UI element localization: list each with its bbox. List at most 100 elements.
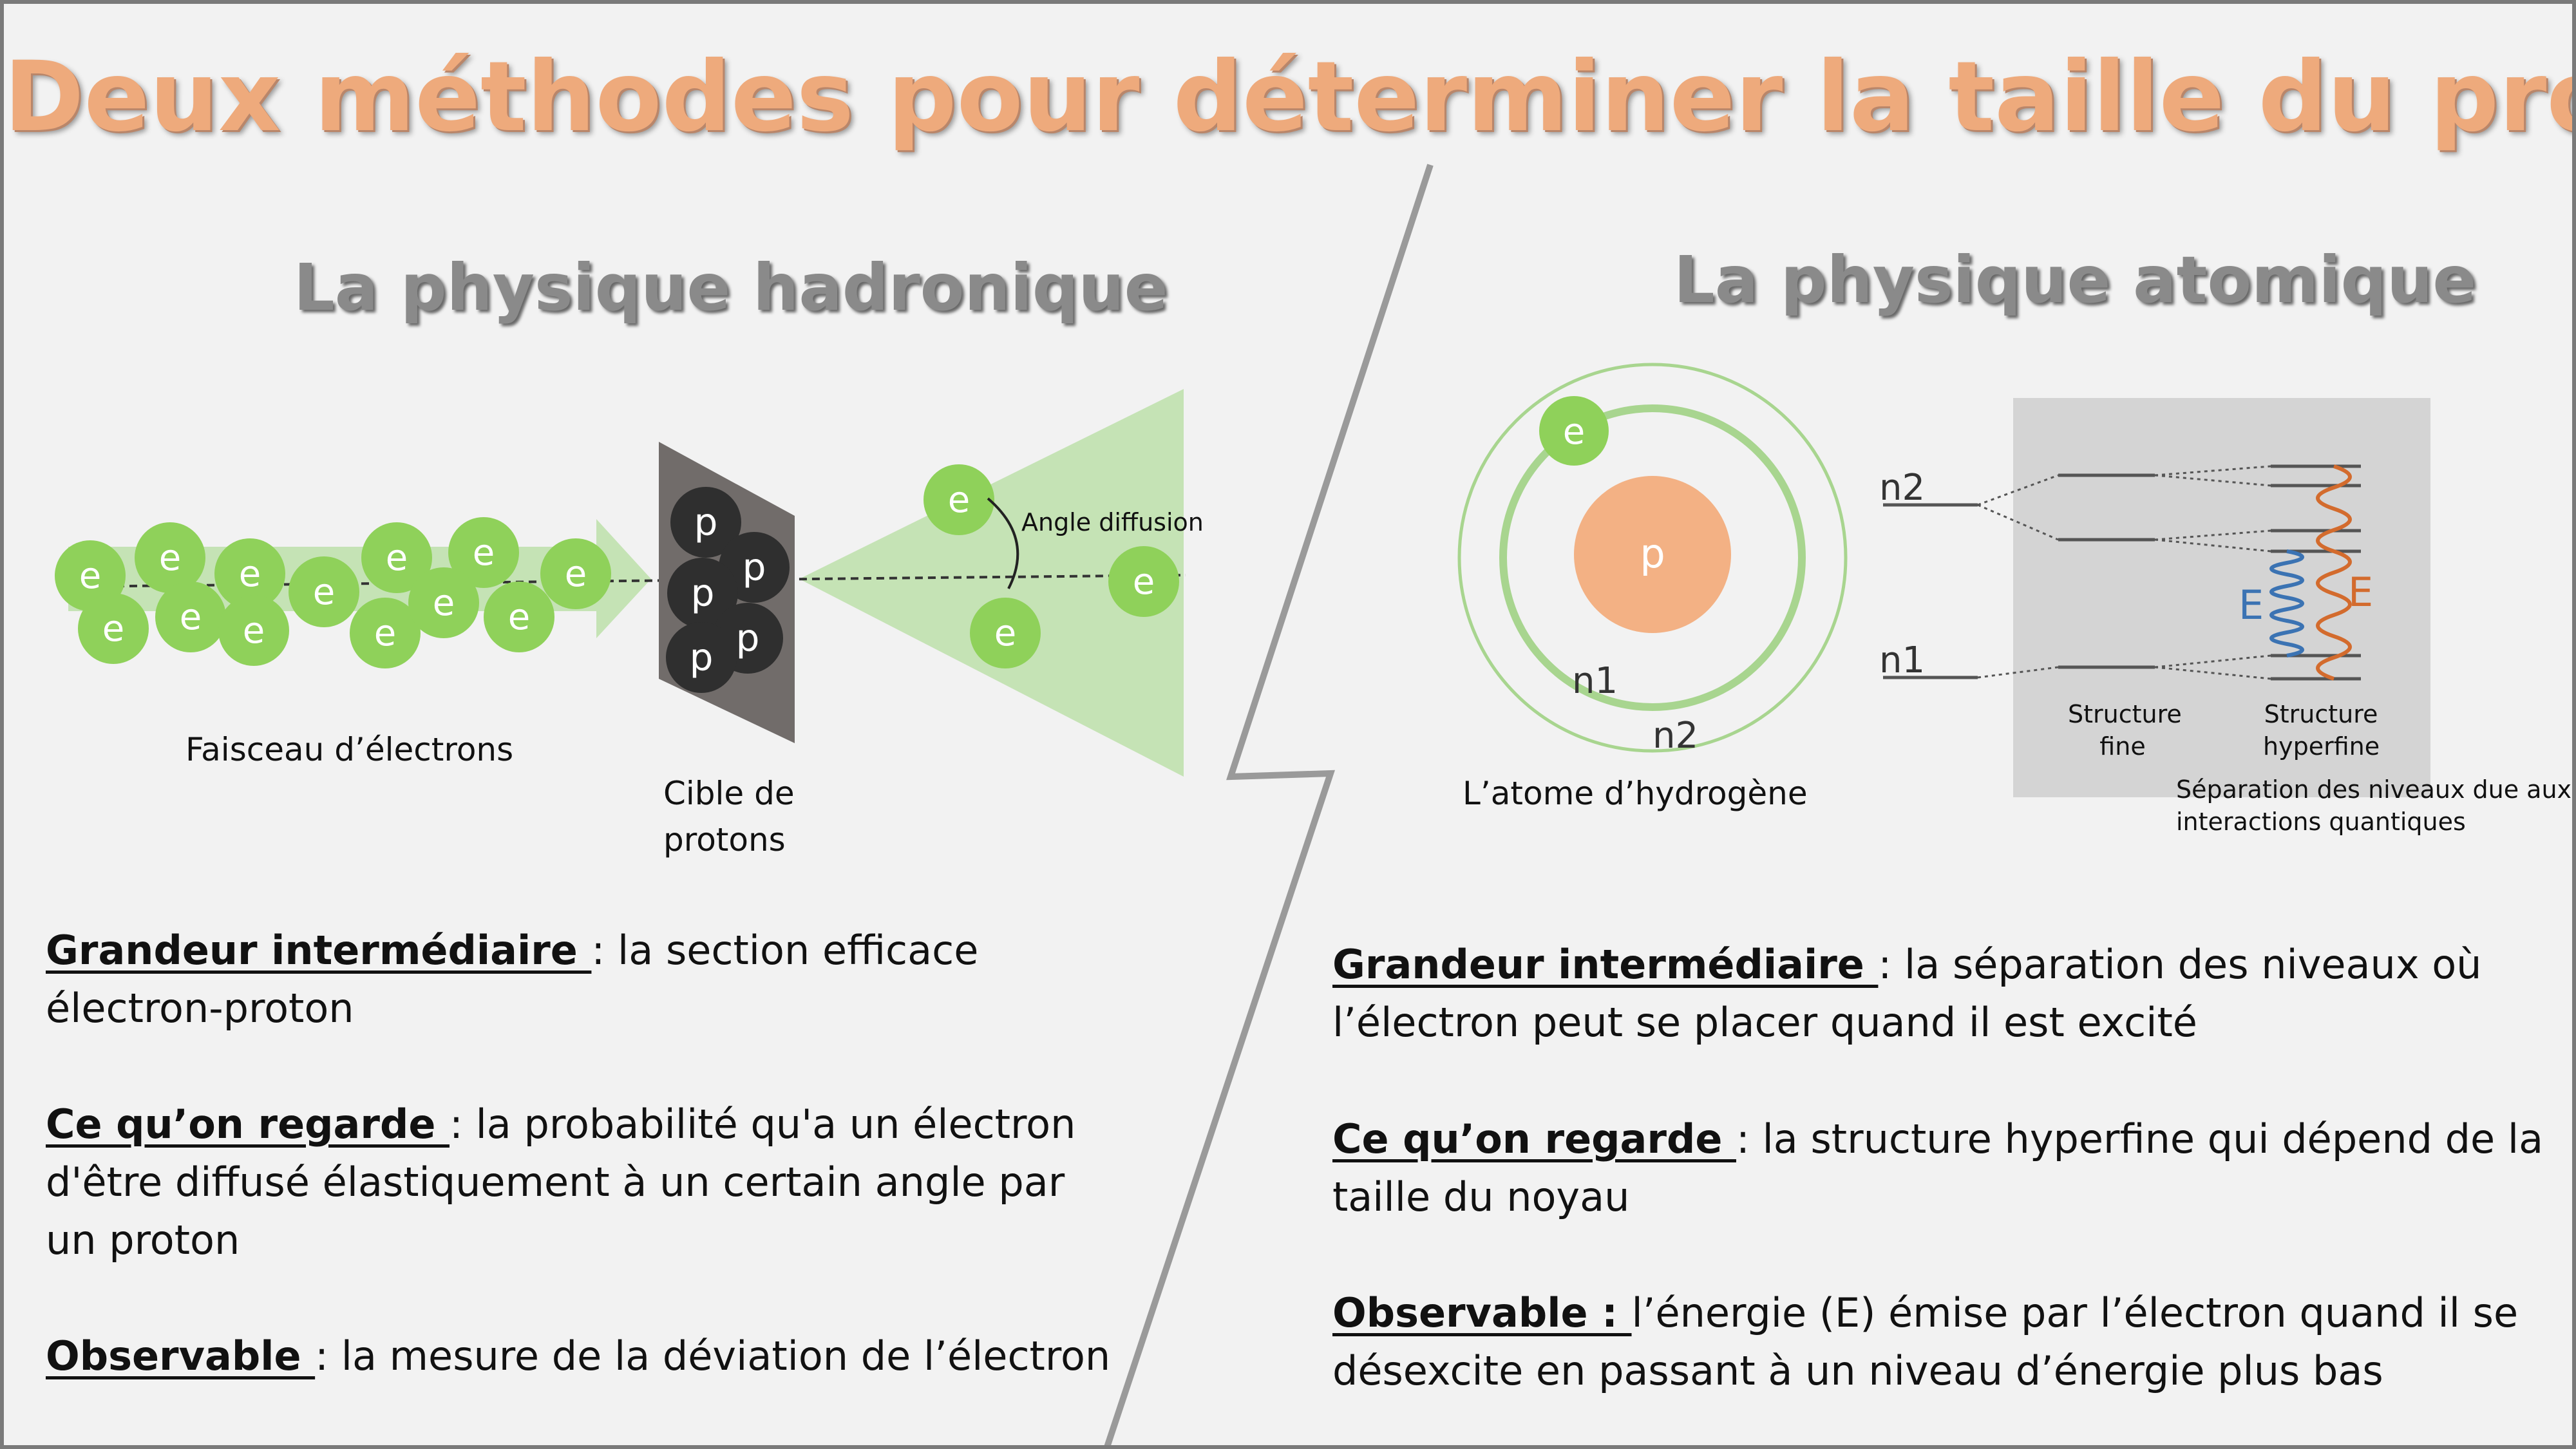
energy-symbol-orange: E xyxy=(2348,569,2373,616)
orbit-n2-label: n2 xyxy=(1653,715,1698,757)
level-n1-label: n1 xyxy=(1879,639,1925,681)
target-label-line2: protons xyxy=(663,821,786,858)
separation-caption-line1: Séparation des niveaux due aux xyxy=(2176,775,2572,804)
right-para-observable-line1: l’énergie (E) émise par l’électron quand… xyxy=(1631,1289,2519,1336)
beam-electron: e xyxy=(214,538,285,609)
divider-line xyxy=(1104,164,1434,1445)
right-para-observable-label: Observable : xyxy=(1332,1289,1632,1336)
left-para-observable-line1: : la mesure de la déviation de l’électro… xyxy=(315,1332,1111,1379)
separation-caption: Séparation des niveaux due aux interacti… xyxy=(2176,773,2571,838)
inner-orbit xyxy=(1499,404,1806,711)
beam-electron: e xyxy=(218,595,289,666)
right-para-grandeur: Grandeur intermédiaire : la séparation d… xyxy=(1332,936,2481,1052)
orbiting-electron xyxy=(1539,396,1609,466)
target-proton: p xyxy=(667,558,738,629)
scattering-cone xyxy=(799,389,1184,777)
target-proton-symbol: p xyxy=(691,571,715,615)
angle-arc xyxy=(987,497,1019,589)
separation-caption-line2: interactions quantiques xyxy=(2176,808,2466,836)
beam-electron-symbol: e xyxy=(473,532,495,574)
beam-electron: e xyxy=(78,593,149,664)
right-para-regarde-line1: : la structure hyperfine qui dépend de l… xyxy=(1736,1115,2544,1162)
beam-electron: e xyxy=(484,582,554,652)
energy-symbol-blue: E xyxy=(2239,582,2264,629)
orbiting-electron-symbol: e xyxy=(1563,411,1585,453)
left-para-regarde-line3: un proton xyxy=(46,1217,240,1264)
nucleus-symbol: p xyxy=(1640,530,1665,577)
nucleus xyxy=(1574,476,1731,633)
target-proton-symbol: p xyxy=(694,500,718,544)
beam-electron-symbol: e xyxy=(159,537,181,579)
right-para-regarde: Ce qu’on regarde : la structure hyperfin… xyxy=(1332,1110,2543,1226)
scattered-electrons: e e e xyxy=(923,464,1179,668)
target-proton-symbol: p xyxy=(736,616,760,660)
beam-electron: e xyxy=(448,517,519,588)
left-para-observable: Observable : la mesure de la déviation d… xyxy=(46,1327,1110,1385)
hydrogen-atom: p e n1 n2 xyxy=(1457,363,1848,757)
beam-electron-symbol: e xyxy=(180,596,202,638)
hyperfine-structure-label: Structure hyperfine xyxy=(2263,698,2380,762)
beam-electron: e xyxy=(55,540,126,611)
target-proton: p xyxy=(670,487,741,558)
beam-electron-symbol: e xyxy=(79,555,101,597)
right-para-observable-line2: désexcite en passant à un niveau d’énerg… xyxy=(1332,1347,2383,1394)
left-para-grandeur: Grandeur intermédiaire : la section effi… xyxy=(46,922,978,1037)
beam-electron: e xyxy=(361,522,432,593)
beam-label: Faisceau d’électrons xyxy=(185,731,514,768)
beam-electron: e xyxy=(289,556,359,627)
fine-label-line2: fine xyxy=(2099,732,2146,761)
fine-structure-label: Structure fine xyxy=(2068,698,2182,762)
scattered-electron: e xyxy=(923,464,994,535)
beam-electron-symbol: e xyxy=(433,582,455,624)
orbit-n1-label: n1 xyxy=(1572,660,1618,702)
beam-electron: e xyxy=(540,538,611,609)
right-para-regarde-label: Ce qu’on regarde xyxy=(1332,1115,1736,1162)
target-proton-symbol: p xyxy=(743,545,766,589)
left-para-regarde-line1: : la probabilité qu'a un électron xyxy=(449,1101,1076,1148)
target-label-line1: Cible de xyxy=(663,775,795,812)
scattered-electron-symbol: e xyxy=(948,479,970,521)
beam-electron: e xyxy=(135,522,205,593)
right-para-regarde-line2: taille du noyau xyxy=(1332,1173,1630,1220)
heading-atomic: La physique atomique xyxy=(1674,242,2477,317)
beam-electron-symbol: e xyxy=(239,553,261,595)
right-para-grandeur-line1: : la séparation des niveaux où xyxy=(1878,941,2482,988)
right-para-grandeur-line2: l’électron peut se placer quand il est e… xyxy=(1332,999,2197,1046)
beam-electron: e xyxy=(350,598,421,668)
hyperfine-label-line1: Structure xyxy=(2264,700,2378,728)
hyperfine-label-line2: hyperfine xyxy=(2263,732,2380,761)
target-label: Cible de protons xyxy=(663,770,795,863)
scattered-electron-symbol: e xyxy=(1133,561,1155,603)
beam-electron: e xyxy=(155,582,226,652)
left-para-observable-label: Observable xyxy=(46,1332,316,1379)
energy-levels: n2 n1 xyxy=(1879,398,2430,797)
beam-electron-symbol: e xyxy=(243,610,265,652)
right-para-grandeur-label: Grandeur intermédiaire xyxy=(1332,941,1879,988)
heading-hadronic: La physique hadronique xyxy=(294,250,1168,325)
left-para-regarde-line2: d'être diffusé élastiquement à un certai… xyxy=(46,1159,1065,1206)
target-proton: p xyxy=(666,622,737,693)
beam-electron-symbol: e xyxy=(102,608,124,650)
beam-electron-symbol: e xyxy=(313,571,335,613)
wave-blue xyxy=(2269,549,2304,658)
fine-label-line1: Structure xyxy=(2068,700,2182,728)
level-n2-label: n2 xyxy=(1879,467,1925,509)
level-splitting-box xyxy=(2013,398,2430,797)
left-para-grandeur-line1: : la section efficace xyxy=(591,927,979,974)
beam-electron: e xyxy=(408,567,479,638)
beam-electron-symbol: e xyxy=(508,596,530,638)
atom-label: L’atome d’hydrogène xyxy=(1463,775,1808,812)
wave-orange xyxy=(2316,464,2352,681)
scattered-electron: e xyxy=(970,598,1041,668)
page-title: Deux méthodes pour déterminer la taille … xyxy=(4,41,2576,153)
beam-electron-symbol: e xyxy=(565,553,587,595)
beam-electron-symbol: e xyxy=(374,612,396,654)
beam-electron-symbol: e xyxy=(386,537,408,579)
scattered-electron: e xyxy=(1108,546,1179,617)
left-para-grandeur-line2: électron-proton xyxy=(46,985,354,1032)
left-para-regarde-label: Ce qu’on regarde xyxy=(46,1101,450,1148)
